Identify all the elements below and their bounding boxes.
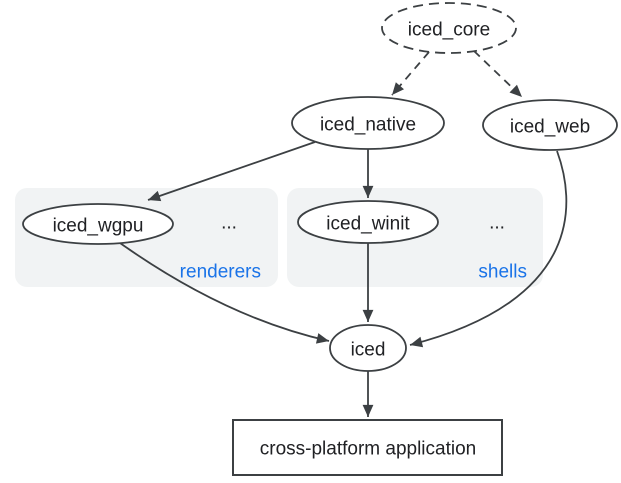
edge-core-to-native [391,51,430,96]
iced-native-ellipse [291,96,445,150]
iced-native-label: iced_native [320,115,416,136]
node-iced-web: iced_web [482,99,618,151]
edge-wgpu-to-iced [119,242,330,344]
node-iced-winit: iced_winit [297,200,439,244]
node-cross-platform-application: cross-platform application [232,419,503,476]
iced-core-label: iced_core [408,20,490,41]
node-iced-wgpu: iced_wgpu [22,203,174,245]
iced-wgpu-label: iced_wgpu [53,216,144,237]
iced-label: iced [351,340,386,361]
cross-platform-application-box [232,419,503,476]
renderers-group-label: renderers [180,262,261,283]
edge-web-to-iced [409,150,568,348]
shells-group-label: shells [478,262,527,283]
edge-native-to-wgpu [147,141,316,202]
iced-wgpu-ellipse [22,203,174,245]
iced-web-label: iced_web [510,117,590,138]
node-iced-native: iced_native [291,96,445,150]
cross-platform-application-label: cross-platform application [260,439,476,460]
iced-core-ellipse [381,2,517,54]
shells-ellipsis: ... [489,213,505,234]
iced-winit-label: iced_winit [326,214,410,235]
iced-ellipse [329,324,407,372]
renderers-ellipsis: ... [221,213,237,234]
iced-web-ellipse [482,99,618,151]
node-iced-core: iced_core [381,2,517,54]
node-iced: iced [329,324,407,372]
iced-winit-ellipse [297,200,439,244]
edge-core-to-web [473,50,523,98]
